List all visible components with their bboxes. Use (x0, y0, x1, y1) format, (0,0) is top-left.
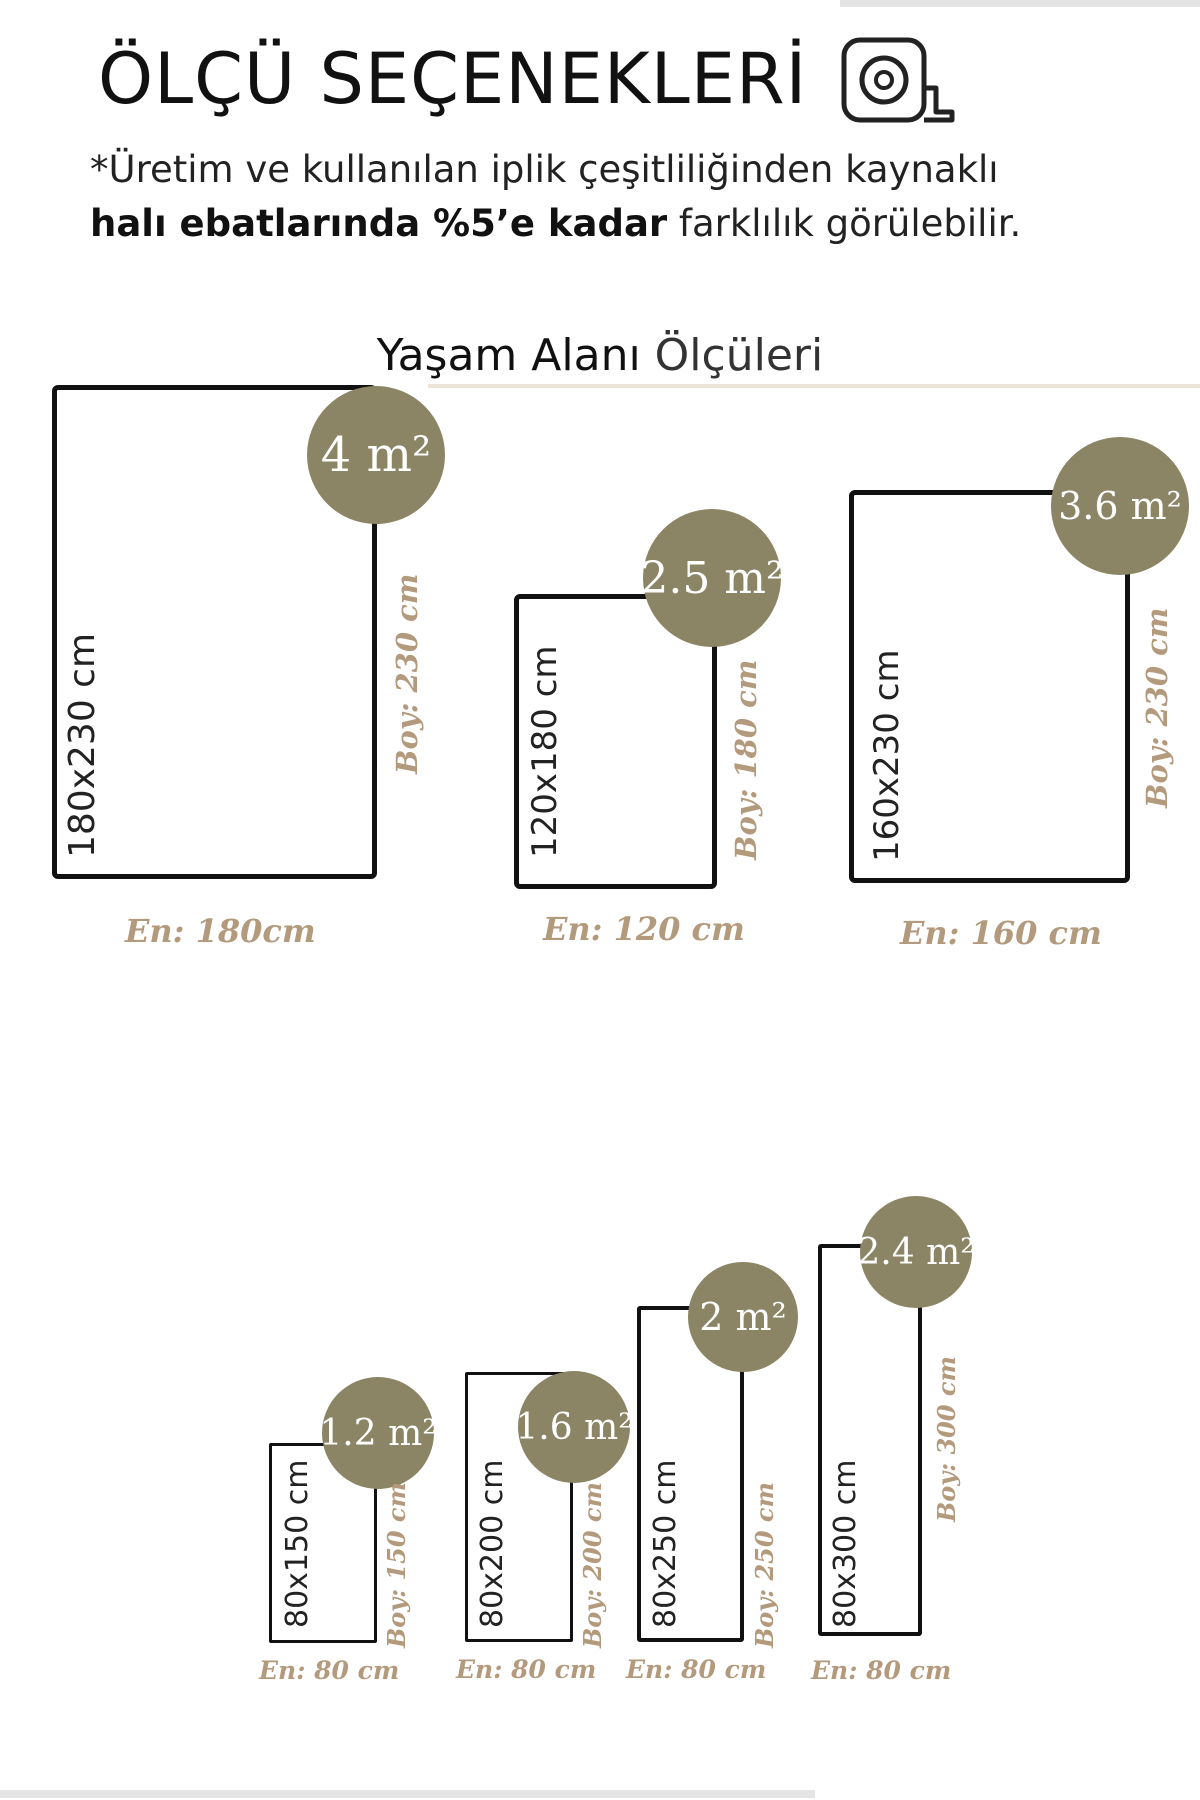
area-badge-120x180: 2.5 m² (640, 509, 784, 647)
width-label-120x180: En: 120 cm (543, 910, 745, 948)
length-label-160x230: Boy: 230 cm (1140, 607, 1174, 808)
area-badge-80x250: 2 m² (688, 1262, 798, 1372)
size-label-80x200: 80x200 cm (475, 1459, 510, 1628)
length-label-80x150: Boy: 150 cm (382, 1482, 411, 1648)
width-label-160x230: En: 160 cm (900, 914, 1102, 952)
page-title: ÖLÇÜ SEÇENEKLERİ (98, 38, 808, 120)
rug-outline-80x300 (818, 1244, 922, 1636)
length-label-80x300: Boy: 300 cm (932, 1356, 961, 1522)
top-decorative-bar (840, 0, 1200, 7)
rug-outline-120x180 (514, 594, 717, 889)
size-label-80x250: 80x250 cm (648, 1459, 683, 1628)
width-label-80x200: En: 80 cm (456, 1655, 597, 1684)
area-badge-80x150: 1.2 m² (319, 1377, 437, 1489)
width-label-80x300: En: 80 cm (811, 1656, 952, 1685)
width-label-180x230: En: 180cm (125, 912, 316, 950)
bottom-decorative-bar (0, 1790, 815, 1798)
area-badge-80x300: 2.4 m² (857, 1196, 975, 1308)
note-bold-text: halı ebatlarında %5’e kadar (90, 202, 668, 245)
width-label-80x150: En: 80 cm (259, 1656, 400, 1685)
length-label-120x180: Boy: 180 cm (729, 659, 763, 860)
area-badge-160x230: 3.6 m² (1051, 437, 1189, 575)
section-divider (428, 384, 1200, 388)
length-label-80x250: Boy: 250 cm (750, 1482, 779, 1648)
size-label-120x180: 120x180 cm (525, 645, 565, 858)
area-badge-80x200: 1.6 m² (515, 1371, 633, 1483)
length-label-80x200: Boy: 200 cm (578, 1482, 607, 1648)
note-line-1: *Üretim ve kullanılan iplik çeşitliliğin… (90, 148, 999, 191)
note-rest-text: farklılık görülebilir. (667, 202, 1022, 245)
measuring-tape-icon (841, 37, 955, 123)
section-title-bold: Yaşam Alanı (376, 330, 641, 381)
area-badge-180x230: 4 m² (307, 386, 445, 524)
size-label-180x230: 180x230 cm (62, 632, 103, 858)
size-tolerance-note: *Üretim ve kullanılan iplik çeşitliliğin… (90, 143, 1170, 251)
size-label-80x150: 80x150 cm (280, 1459, 315, 1628)
section-title: Yaşam Alanı Ölçüleri (0, 330, 1200, 381)
width-label-80x250: En: 80 cm (626, 1655, 767, 1684)
section-title-light: Ölçüleri (640, 330, 824, 381)
size-label-80x300: 80x300 cm (828, 1459, 863, 1628)
length-label-180x230: Boy: 230 cm (390, 573, 424, 774)
size-label-160x230: 160x230 cm (867, 649, 907, 862)
